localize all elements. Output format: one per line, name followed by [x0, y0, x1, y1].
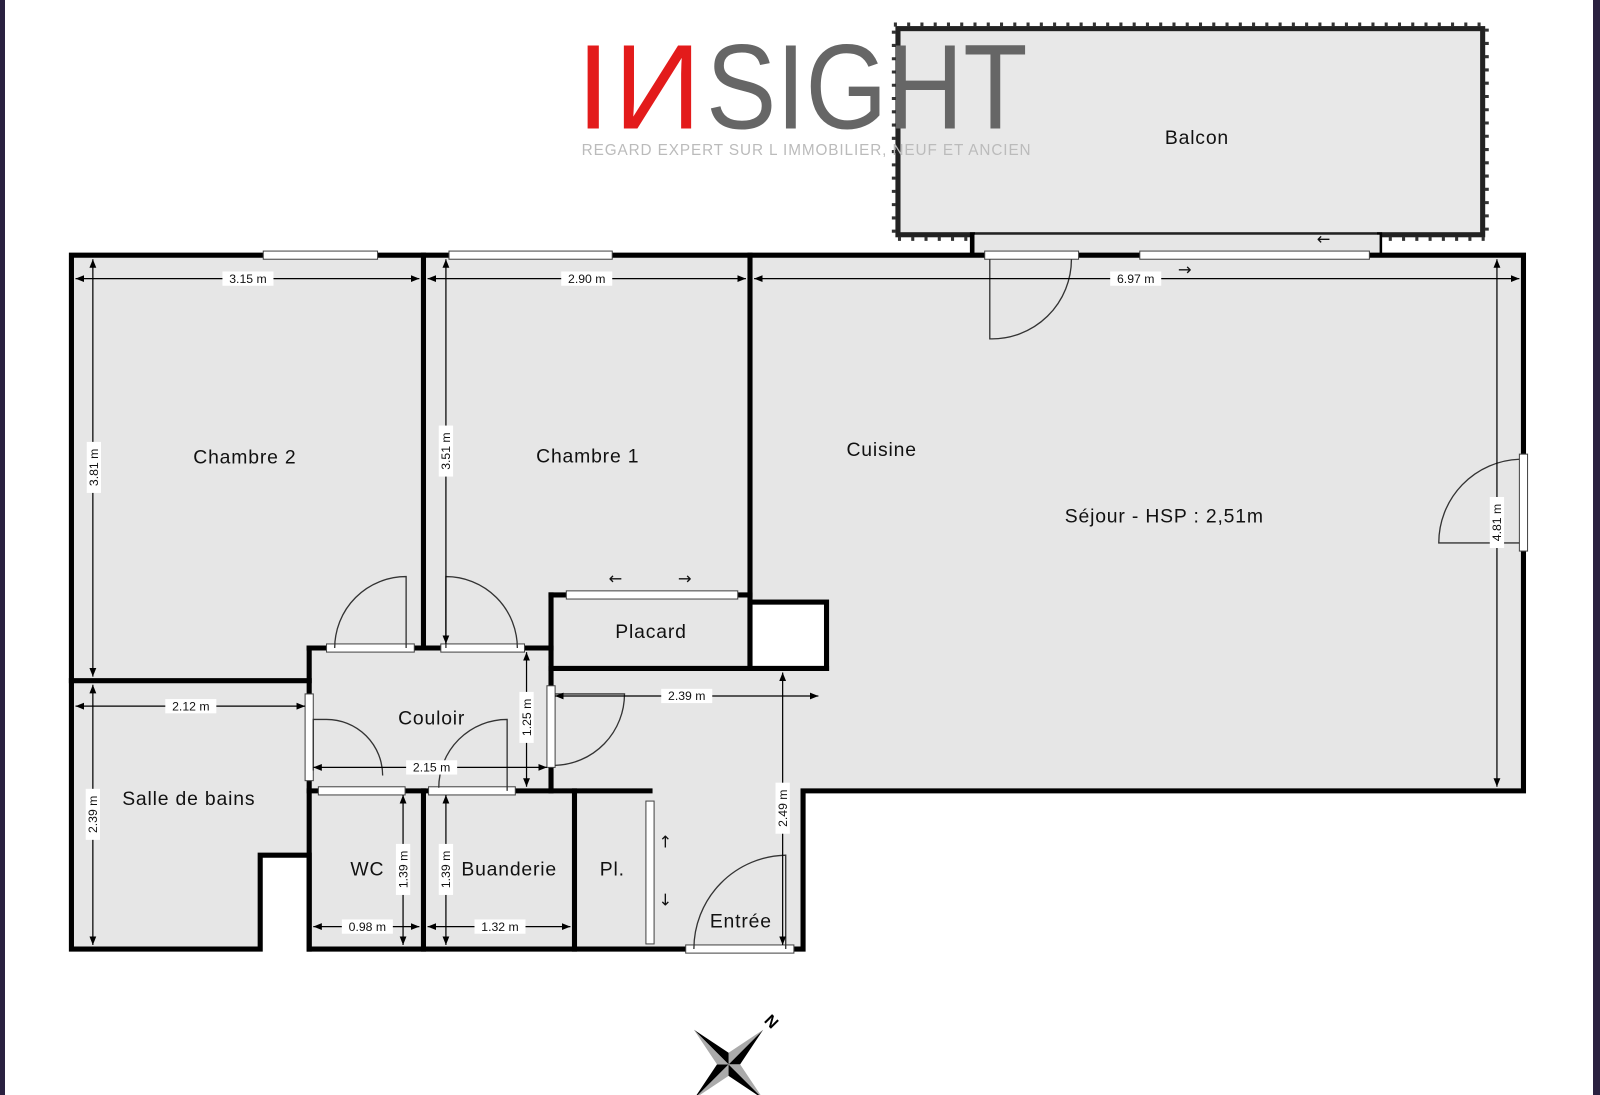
logo-letter-i: I: [577, 20, 610, 155]
left-frame-edge: [0, 0, 5, 1095]
windows: [262, 250, 1529, 954]
room-label-wc: WC: [350, 859, 384, 881]
arrow-right-icon: →: [1178, 260, 1192, 279]
logo: I N SIGHT REGARD EXPERT SUR L IMMOBILIER…: [577, 20, 1031, 160]
room-label-placard: Placard: [615, 621, 686, 643]
dimension-labels: 3.15 m 2.90 m 6.97 m 3.81 m 3.51 m 4.81 …: [85, 271, 1504, 934]
balcony-outline: [895, 26, 1486, 238]
dim-entree-width: 2.39 m: [668, 689, 705, 703]
room-label-chambre2: Chambre 2: [193, 446, 296, 468]
door-couloir-entree: [555, 693, 626, 767]
window-chambre1: [448, 250, 613, 260]
door-sejour-side: [1438, 458, 1520, 544]
dim-couloir-width: 2.15 m: [413, 761, 450, 775]
room-label-chambre1: Chambre 1: [536, 445, 639, 467]
door-chambre2: [334, 575, 407, 649]
dim-sejour-width: 6.97 m: [1117, 272, 1154, 286]
dim-wc-depth: 1.39 m: [396, 851, 410, 888]
room-label-couloir: Couloir: [398, 708, 465, 730]
room-labels: Balcon Chambre 2 Chambre 1 Cuisine Séjou…: [122, 127, 1264, 933]
logo-letter-n-mirrored: N: [614, 20, 701, 155]
dim-wc-width: 0.98 m: [349, 920, 386, 934]
logo-sight: SIGHT: [706, 20, 1027, 155]
door-frame-chambre2: [326, 643, 415, 653]
room-label-cuisine: Cuisine: [846, 439, 916, 461]
balcony: [891, 22, 1489, 258]
window-sejour-side: [1518, 453, 1529, 552]
duct-shaft: [747, 599, 830, 671]
room-label-entree: Entrée: [710, 911, 772, 933]
dim-chambre1-depth: 3.51 m: [439, 432, 453, 469]
room-label-sejour: Séjour - HSP : 2,51m: [1065, 506, 1264, 528]
sliding-door-pl: [645, 800, 655, 945]
dim-chambre2-depth: 3.81 m: [87, 449, 101, 486]
arrow-left-icon: ←: [1317, 229, 1331, 248]
arrow-right-icon: →: [678, 569, 692, 588]
compass-north-label: N: [761, 1011, 782, 1032]
dim-sejour-depth: 4.81 m: [1490, 504, 1504, 541]
door-frame-entree: [546, 685, 556, 768]
door-swings: [312, 259, 1520, 950]
dim-couloir-depth: 1.25 m: [520, 699, 534, 736]
dim-buanderie-depth: 1.39 m: [439, 851, 453, 888]
door-frame-sdb: [304, 693, 314, 782]
logo-tagline: REGARD EXPERT SUR L IMMOBILIER, NEUF ET …: [582, 142, 1031, 159]
right-frame-edge: [1593, 0, 1600, 1095]
door-entree: [693, 854, 787, 950]
room-label-balcon: Balcon: [1165, 127, 1229, 149]
window-sejour-sliding: [1139, 250, 1370, 260]
arrow-up-icon: ↑: [658, 832, 672, 851]
door-sdb: [312, 718, 384, 776]
dim-buanderie-width: 1.32 m: [481, 920, 518, 934]
compass-rose-icon: N: [693, 1011, 782, 1095]
sliding-arrows: ← → ← → ↑ ↓: [608, 229, 1330, 909]
door-frame-buanderie: [428, 786, 516, 796]
front-door-frame: [685, 944, 795, 954]
arrow-down-icon: ↓: [658, 891, 672, 910]
dim-chambre2-width: 3.15 m: [229, 272, 266, 286]
window-sejour-door: [984, 250, 1080, 260]
room-label-buanderie: Buanderie: [461, 859, 557, 881]
door-chambre1: [445, 575, 519, 649]
dim-chambre1-width: 2.90 m: [568, 272, 605, 286]
dim-sdb-depth: 2.39 m: [86, 796, 100, 833]
door-frame-chambre1: [440, 643, 525, 653]
dim-entree-depth: 2.49 m: [776, 790, 790, 827]
window-chambre2: [262, 250, 379, 260]
room-label-pl: Pl.: [600, 859, 625, 881]
dim-sdb-width: 2.12 m: [172, 699, 209, 713]
door-frame-wc: [317, 786, 406, 796]
sliding-door-placard: [565, 590, 739, 600]
arrow-left-icon: ←: [608, 569, 622, 588]
room-label-salle-de-bains: Salle de bains: [122, 788, 255, 810]
